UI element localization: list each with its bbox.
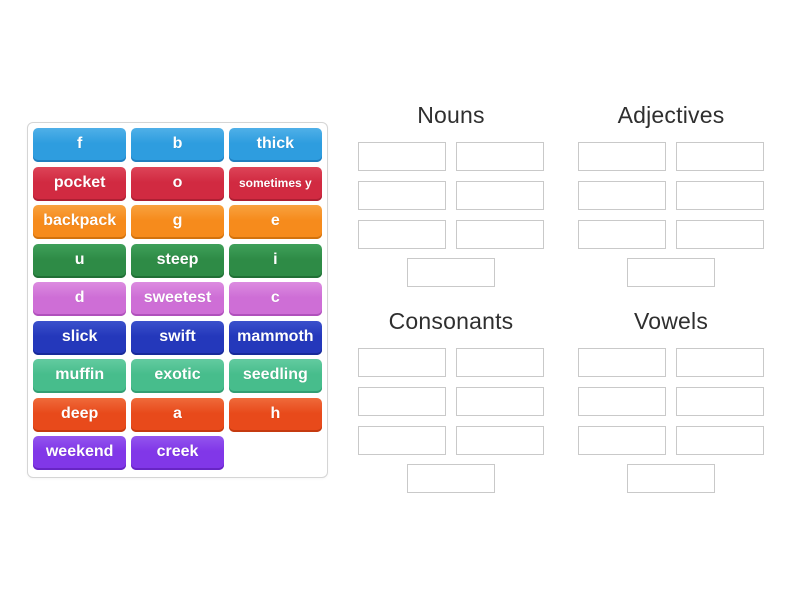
group-consonants: Consonants — [358, 306, 544, 493]
tile-swift[interactable]: swift — [130, 320, 225, 355]
group-nouns: Nouns — [358, 100, 544, 287]
tile-deep[interactable]: deep — [33, 397, 127, 432]
tile-i[interactable]: i — [228, 243, 322, 278]
tile-o[interactable]: o — [130, 166, 225, 201]
drop-slot-consonants[interactable] — [456, 387, 544, 416]
group-title-vowels: Vowels — [633, 308, 709, 334]
drop-slot-adjectives[interactable] — [578, 220, 666, 249]
group-title-nouns: Nouns — [417, 102, 485, 128]
drop-slot-nouns[interactable] — [358, 181, 446, 210]
tile-sometimes-y[interactable]: sometimes y — [228, 166, 322, 201]
tile-pocket[interactable]: pocket — [33, 166, 127, 201]
drop-slot-vowels[interactable] — [578, 348, 666, 377]
tile-muffin[interactable]: muffin — [33, 359, 127, 393]
drop-slot-vowels[interactable] — [676, 387, 764, 416]
group-vowels-slots — [578, 348, 764, 455]
tile-slick[interactable]: slick — [33, 320, 127, 355]
drop-slot-adjectives-center[interactable] — [627, 258, 715, 287]
group-title-consonants: Consonants — [388, 308, 514, 334]
tile-creek[interactable]: creek — [130, 436, 225, 470]
tile-g[interactable]: g — [130, 205, 225, 239]
tile-f[interactable]: f — [33, 128, 127, 162]
drop-slot-nouns[interactable] — [358, 142, 446, 171]
group-vowels: Vowels — [578, 306, 764, 493]
drop-slot-consonants-center[interactable] — [407, 464, 495, 493]
drop-slot-nouns[interactable] — [456, 142, 544, 171]
tile-b[interactable]: b — [130, 128, 225, 162]
drop-slot-consonants[interactable] — [358, 426, 446, 455]
tile-mammoth[interactable]: mammoth — [228, 320, 322, 355]
group-consonants-slots — [358, 348, 544, 455]
group-nouns-slots — [358, 142, 544, 249]
drop-slot-consonants[interactable] — [456, 426, 544, 455]
tile-c[interactable]: c — [228, 282, 322, 316]
group-adjectives-slots — [578, 142, 764, 249]
drop-slot-nouns[interactable] — [358, 220, 446, 249]
drop-slot-nouns[interactable] — [456, 181, 544, 210]
tile-a[interactable]: a — [130, 397, 225, 432]
drop-slot-adjectives[interactable] — [676, 181, 764, 210]
tile-backpack[interactable]: backpack — [33, 205, 127, 239]
tile-seedling[interactable]: seedling — [228, 359, 322, 393]
drop-slot-vowels[interactable] — [676, 426, 764, 455]
drop-slot-consonants[interactable] — [456, 348, 544, 377]
group-consonants-center-slot — [358, 464, 544, 493]
group-vowels-center-slot — [578, 464, 764, 493]
group-nouns-center-slot — [358, 258, 544, 287]
tile-e[interactable]: e — [228, 205, 322, 239]
drop-slot-vowels[interactable] — [578, 387, 666, 416]
drop-slot-adjectives[interactable] — [676, 220, 764, 249]
tile-exotic[interactable]: exotic — [130, 359, 225, 393]
group-title-adjectives: Adjectives — [617, 102, 725, 128]
tile-weekend[interactable]: weekend — [33, 436, 127, 470]
drop-slot-adjectives[interactable] — [578, 181, 666, 210]
drop-slot-vowels[interactable] — [676, 348, 764, 377]
drop-slot-nouns[interactable] — [456, 220, 544, 249]
tile-sweetest[interactable]: sweetest — [130, 282, 225, 316]
drop-slot-consonants[interactable] — [358, 387, 446, 416]
drop-slot-adjectives[interactable] — [578, 142, 666, 171]
drop-slot-adjectives[interactable] — [676, 142, 764, 171]
group-adjectives-center-slot — [578, 258, 764, 287]
tile-h[interactable]: h — [228, 397, 322, 432]
tile-thick[interactable]: thick — [228, 128, 322, 162]
tile-steep[interactable]: steep — [130, 243, 225, 278]
tile-u[interactable]: u — [33, 243, 127, 278]
drop-slot-nouns-center[interactable] — [407, 258, 495, 287]
group-adjectives: Adjectives — [578, 100, 764, 287]
tile-d[interactable]: d — [33, 282, 127, 316]
drop-slot-consonants[interactable] — [358, 348, 446, 377]
drop-slot-vowels-center[interactable] — [627, 464, 715, 493]
drop-slot-vowels[interactable] — [578, 426, 666, 455]
